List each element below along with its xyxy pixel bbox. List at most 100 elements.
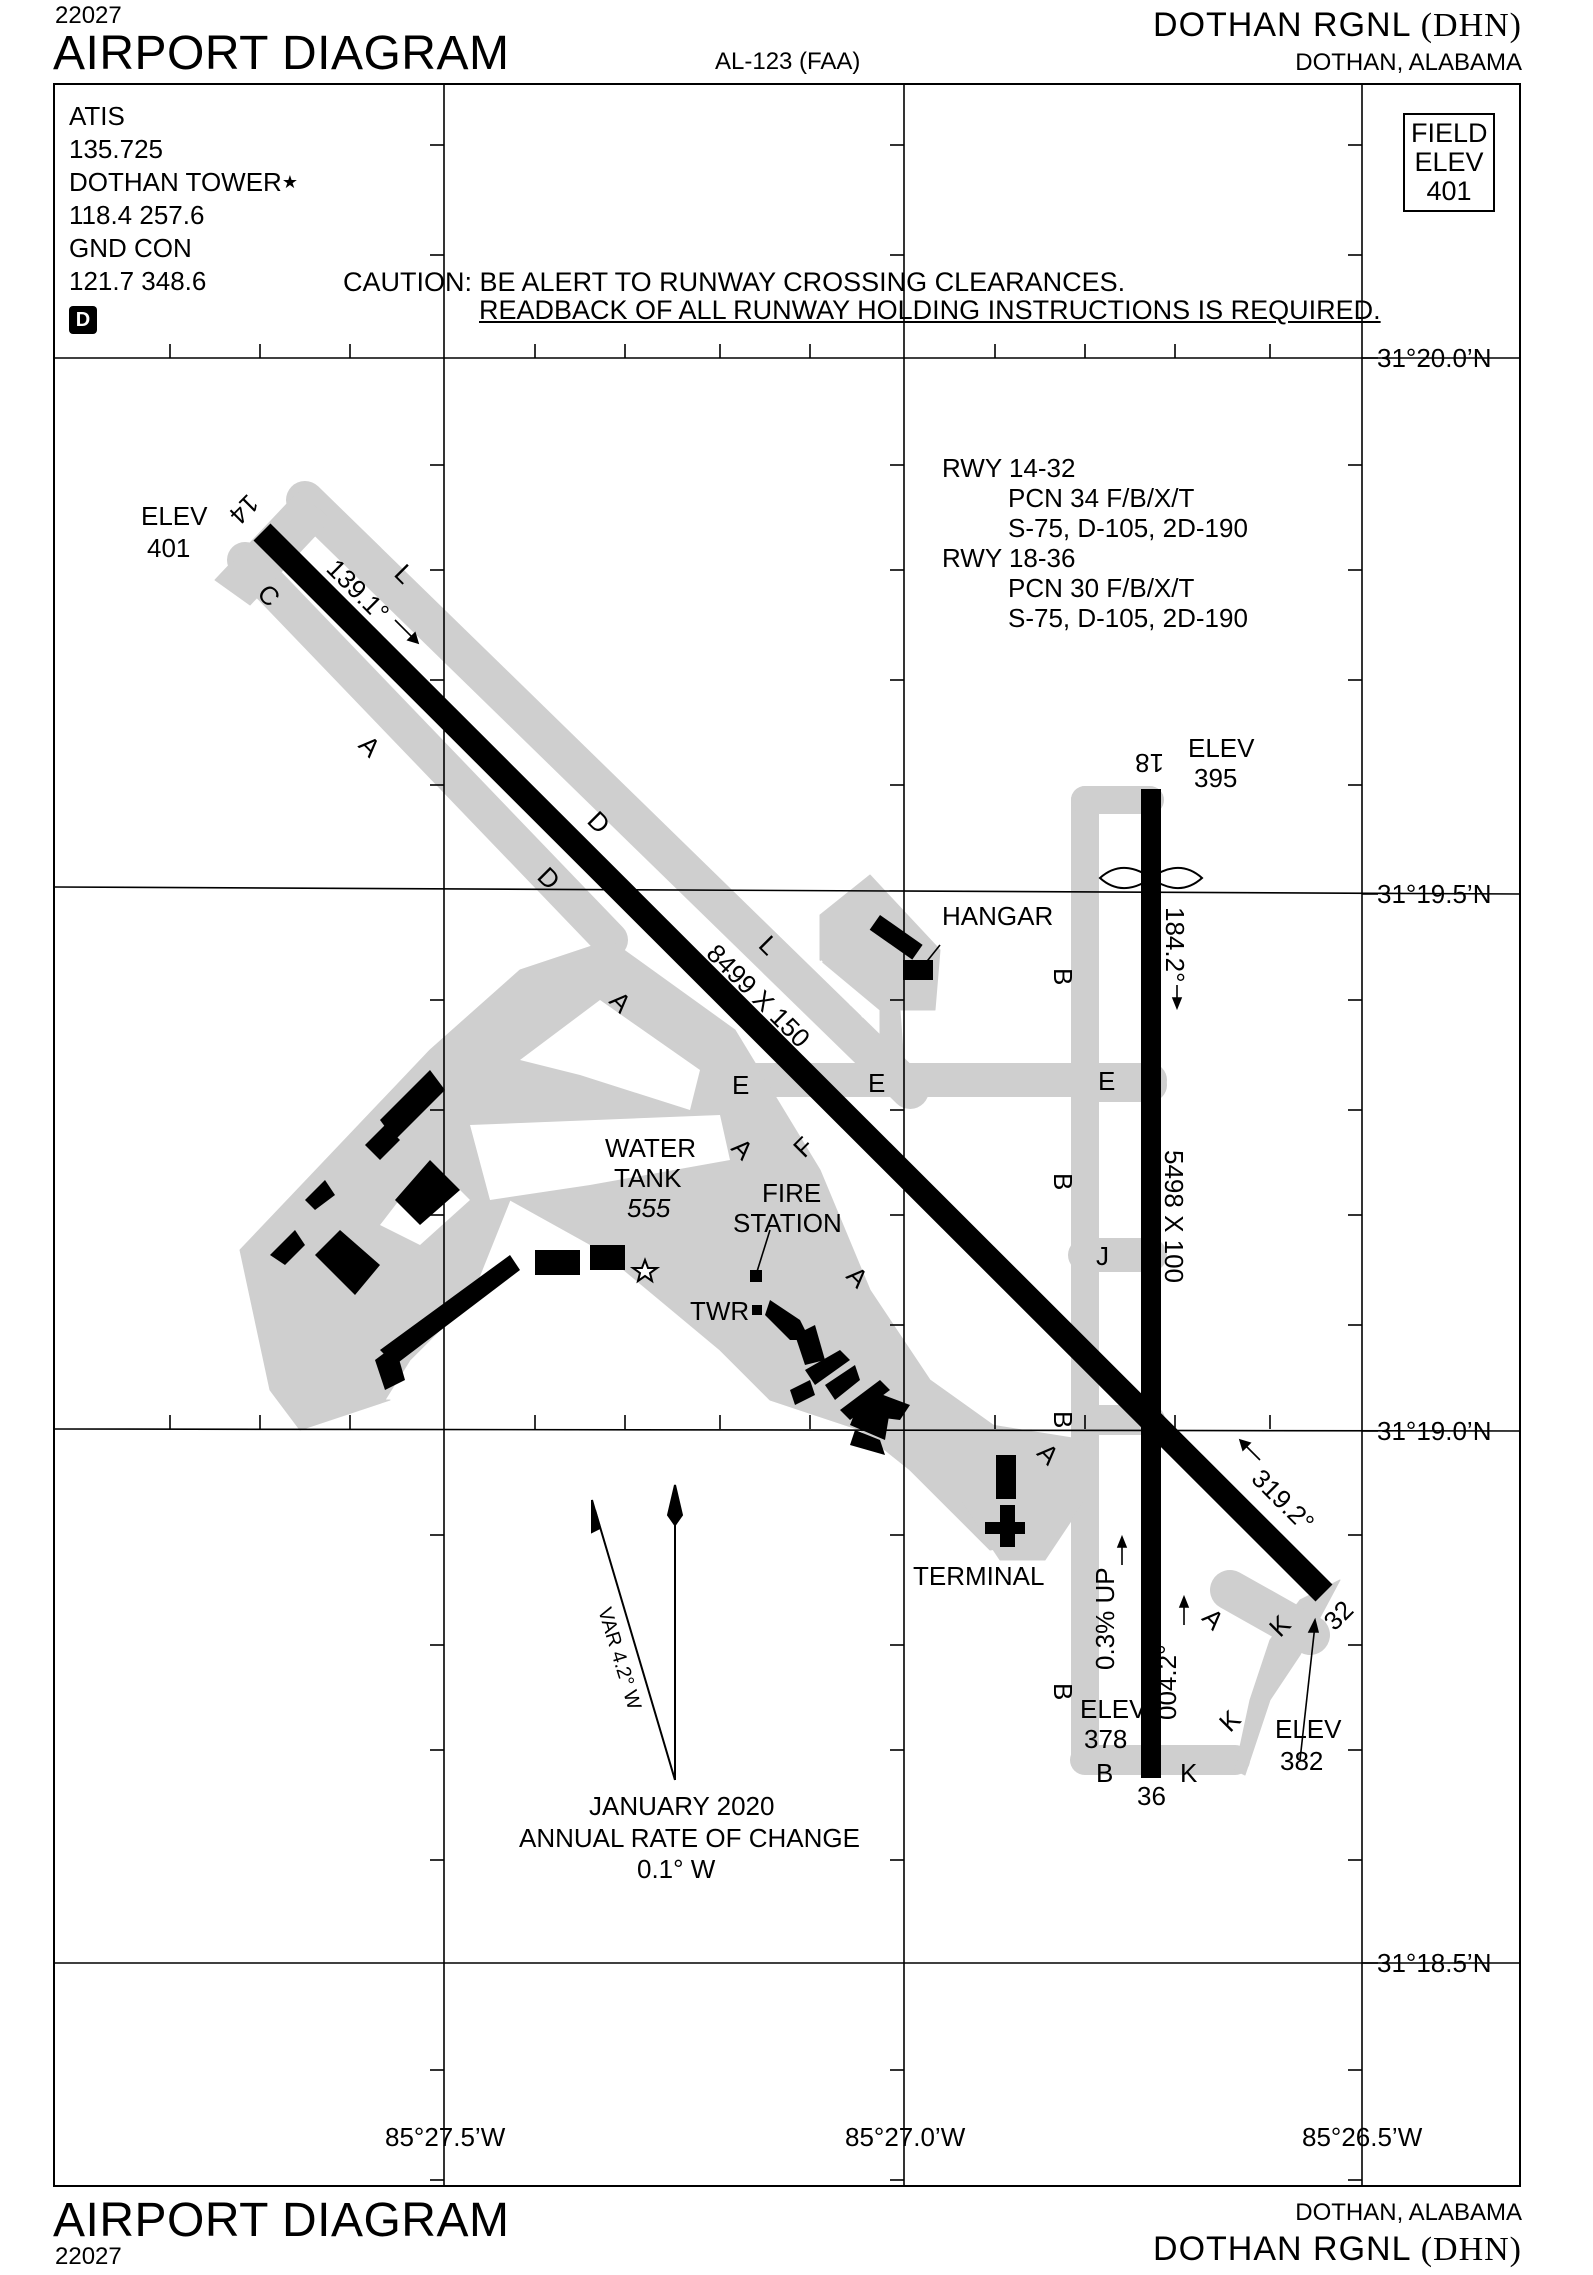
airport-code: (DHN) — [1420, 7, 1522, 44]
terminal-label: TERMINAL — [913, 1561, 1044, 1591]
elev-18: 395 — [1194, 763, 1237, 793]
building — [825, 1365, 860, 1400]
longitude-label: 85°27.0’W — [845, 2122, 966, 2152]
runway-18-36-dimensions: 5498 X 100 — [1159, 1150, 1189, 1283]
taxiway-label-b: B — [1048, 1683, 1078, 1700]
taxiway-label-b: B — [1096, 1758, 1113, 1788]
latitude-label: 31°18.5’N — [1377, 1948, 1491, 1978]
taxiway-label-k: K — [1180, 1758, 1198, 1788]
chart-title-bottom: AIRPORT DIAGRAM — [53, 2194, 510, 2247]
tower-frequency-label: DOTHAN TOWER — [69, 167, 282, 197]
city-state-top: DOTHAN, ALABAMA — [1295, 49, 1522, 76]
building — [305, 1180, 335, 1210]
runway-info-rwy2: RWY 18-36 — [942, 543, 1075, 573]
building — [850, 1430, 885, 1455]
latitude-label: 31°20.0’N — [1377, 343, 1491, 373]
building — [590, 1245, 625, 1270]
elev-label: ELEV — [1080, 1694, 1147, 1724]
taxiway-label-b: B — [1048, 1411, 1078, 1428]
runway-gradient: 0.3% UP — [1090, 1567, 1120, 1670]
magnetic-rate: 0.1° W — [637, 1854, 716, 1884]
frequency-block: ATIS 135.725 DOTHAN TOWER★ 118.4 257.6 G… — [69, 100, 298, 334]
building — [860, 1390, 910, 1420]
field-elev-value: 401 — [1426, 176, 1472, 206]
tower-frequency: 118.4 257.6 — [69, 200, 205, 230]
taxiway-label-e: E — [732, 1070, 749, 1100]
heading-arrows — [394, 619, 1261, 1625]
chart-title-top: AIRPORT DIAGRAM — [53, 27, 510, 80]
elev-14: 401 — [147, 533, 190, 563]
elev-label: ELEV — [141, 501, 208, 531]
runway-number-18: 18 — [1135, 748, 1164, 778]
ground-label: GND CON — [69, 233, 192, 263]
magnetic-rate-label: ANNUAL RATE OF CHANGE — [519, 1823, 860, 1853]
tower-label-row: DOTHAN TOWER★ — [69, 166, 298, 199]
tower-building — [752, 1305, 762, 1315]
hangar-building — [869, 915, 923, 960]
building — [380, 1070, 445, 1140]
building — [805, 1350, 850, 1385]
elev-36: 378 — [1084, 1724, 1127, 1754]
elev-32: 382 — [1280, 1746, 1323, 1776]
heading-004: 004.2° — [1152, 1645, 1182, 1720]
fire-station-label: FIRE — [762, 1178, 821, 1208]
runway-info-rwy2-weight: S-75, D-105, 2D-190 — [1008, 603, 1248, 633]
water-tank-elevation: 555 — [627, 1193, 671, 1223]
building — [765, 1300, 810, 1340]
latitude-label: 31°19.5’N — [1377, 879, 1491, 909]
elev-label: ELEV — [1188, 733, 1255, 763]
terminal-building — [985, 1522, 1025, 1534]
runway-info-rwy1: RWY 14-32 — [942, 453, 1075, 483]
ground-frequency: 121.7 348.6 — [69, 266, 207, 296]
fire-station-label: STATION — [733, 1208, 842, 1238]
d-atis-icon: D — [69, 306, 97, 334]
star-icon: ★ — [281, 172, 298, 192]
building — [365, 1125, 400, 1160]
building — [380, 1255, 520, 1365]
labels-layer: 31°20.0’N 31°19.5’N 31°19.0’N 31°18.5’N … — [141, 343, 1491, 2152]
atis-label: ATIS — [69, 101, 125, 131]
approach-lights-symbol — [1098, 866, 1204, 890]
field-elev-label: ELEV — [1414, 147, 1484, 177]
water-tank-label: TANK — [614, 1163, 682, 1193]
building — [840, 1380, 890, 1420]
magnetic-variation: VAR 4.2° W — [593, 1605, 645, 1712]
building — [270, 1230, 305, 1265]
field-elev-label: FIELD — [1411, 118, 1488, 148]
runway-info-rwy1-weight: S-75, D-105, 2D-190 — [1008, 513, 1248, 543]
hangar-label: HANGAR — [942, 901, 1053, 931]
airport-name-text: DOTHAN RGNL — [1153, 6, 1411, 44]
building — [535, 1250, 580, 1275]
leader-lines — [754, 944, 1320, 1761]
runway-layer — [253, 523, 1333, 1778]
hold-marks — [789, 936, 871, 1018]
runway-number-36: 36 — [1137, 1781, 1166, 1811]
runway-info-rwy2-pcn: PCN 30 F/B/X/T — [1008, 573, 1194, 603]
longitude-label: 85°27.5’W — [385, 2122, 506, 2152]
cycle-number-bottom: 22027 — [55, 2243, 122, 2270]
water-tank-label: WATER — [605, 1133, 696, 1163]
terminal-building — [996, 1455, 1016, 1499]
airport-name-top: DOTHAN RGNL (DHN) — [1153, 6, 1522, 45]
magnetic-north-arrow — [591, 1484, 684, 1781]
taxiway-label-k: K — [1213, 1704, 1247, 1738]
water-tank-star — [629, 1257, 661, 1284]
airport-code: (DHN) — [1420, 2231, 1522, 2268]
field-elevation-box: FIELD ELEV 401 — [1403, 113, 1495, 212]
building — [395, 1160, 460, 1225]
grid-layer — [53, 83, 1521, 2187]
airport-name-text: DOTHAN RGNL — [1153, 2230, 1411, 2268]
hangar-building — [903, 960, 933, 980]
magnetic-date: JANUARY 2020 — [589, 1791, 774, 1821]
latitude-label: 31°19.0’N — [1377, 1416, 1491, 1446]
cycle-number-top: 22027 — [55, 2, 122, 29]
taxiway-label-j: J — [1096, 1241, 1109, 1271]
caution-note: CAUTION: BE ALERT TO RUNWAY CROSSING CLE… — [343, 268, 1381, 324]
runway-info-rwy1-pcn: PCN 34 F/B/X/T — [1008, 483, 1194, 513]
buildings-layer — [270, 915, 1025, 1547]
heading-184: 184.2° — [1160, 907, 1190, 982]
city-state-bottom: DOTHAN, ALABAMA — [1295, 2199, 1522, 2226]
taxiway-label-e: E — [1098, 1066, 1115, 1096]
taxiway-label-b: B — [1048, 1173, 1078, 1190]
